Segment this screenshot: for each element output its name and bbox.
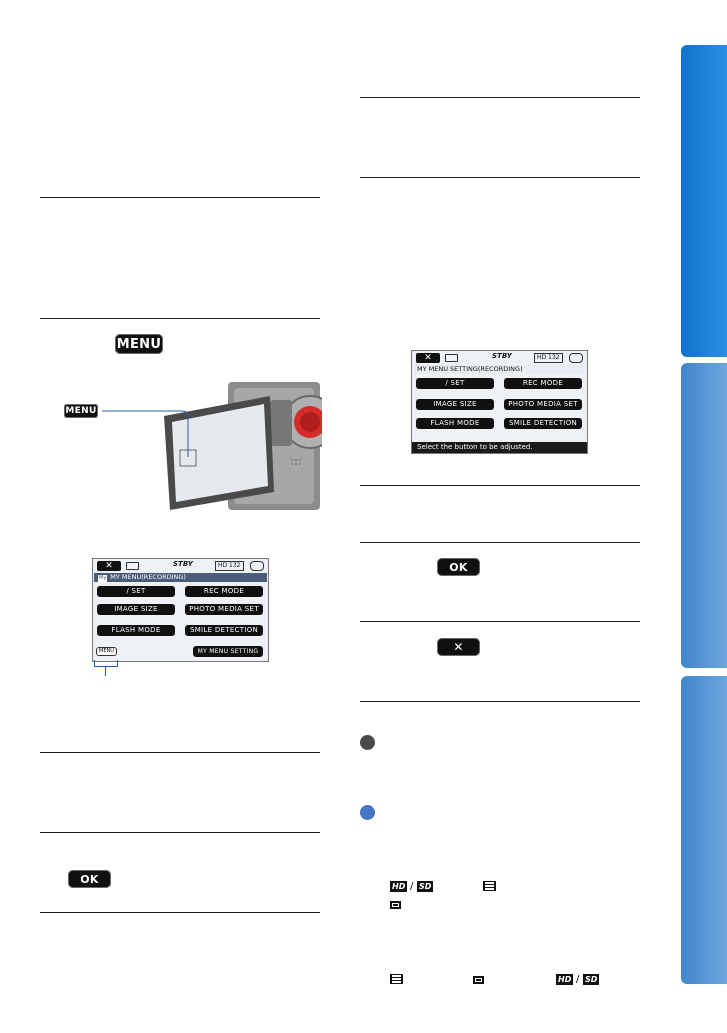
hd-badge: HD 132 (534, 353, 563, 363)
close-icon[interactable]: ✕ (416, 353, 440, 363)
image-size-label: IMAGE SIZE (114, 605, 158, 613)
card-icon (569, 353, 583, 363)
lcd-status-bar: ✕ STBY HD 132 (412, 351, 587, 364)
hd-sd-set-button[interactable]: / SET (97, 586, 175, 597)
menu-button[interactable]: MENU (115, 334, 163, 354)
lcd-title: MY MENU SETTING(RECORDING) (413, 365, 586, 374)
close-icon[interactable]: ✕ (97, 561, 121, 571)
menu-chip[interactable]: MENU (96, 647, 117, 656)
slash-glyph: / (576, 974, 580, 985)
still-icon (390, 901, 401, 909)
my-menu-setting-button[interactable]: MY MENU SETTING (193, 646, 263, 657)
menu-callout-button: MENU (64, 404, 98, 418)
hd-icon: HD (390, 881, 408, 892)
photo-media-set-label: PHOTO MEDIA SET (508, 400, 578, 408)
rec-mode-button[interactable]: REC MODE (504, 378, 582, 389)
divider (360, 621, 640, 622)
image-size-button[interactable]: IMAGE SIZE (416, 399, 494, 410)
film-icon (390, 974, 403, 984)
divider (40, 912, 320, 913)
battery-icon (445, 354, 458, 362)
photo-media-set-button[interactable]: PHOTO MEDIA SET (185, 604, 263, 615)
still-icon (473, 976, 484, 984)
rec-mode-label: REC MODE (203, 587, 245, 595)
side-tab-index[interactable] (681, 363, 727, 668)
menu-chip-callout-stem (105, 666, 106, 676)
flash-mode-button[interactable]: FLASH MODE (416, 418, 494, 429)
image-size-button[interactable]: IMAGE SIZE (97, 604, 175, 615)
flash-mode-label: FLASH MODE (430, 419, 480, 427)
divider (360, 542, 640, 543)
my-menu-icon: My (98, 575, 108, 582)
callout-line (102, 410, 189, 457)
side-tab-contents[interactable] (681, 45, 727, 357)
divider (360, 485, 640, 486)
lcd-title-text: MY MENU SETTING(RECORDING) (417, 365, 523, 373)
divider (360, 177, 640, 178)
sd-icon: SD (583, 974, 600, 985)
smile-detection-button[interactable]: SMILE DETECTION (185, 625, 263, 636)
hd-sd-set-label: / SET (445, 379, 465, 387)
photo-media-set-button[interactable]: PHOTO MEDIA SET (504, 399, 582, 410)
ok-button[interactable]: OK (68, 870, 111, 888)
hd-sd-set-button[interactable]: / SET (416, 378, 494, 389)
film-icon (483, 881, 496, 891)
lcd-my-menu-setting: ✕ STBY HD 132 MY MENU SETTING(RECORDING)… (411, 350, 588, 454)
slash-glyph: / (410, 881, 414, 892)
image-size-label: IMAGE SIZE (433, 400, 477, 408)
card-icon (250, 561, 264, 571)
note-icon (360, 735, 375, 750)
photo-media-set-label: PHOTO MEDIA SET (189, 605, 259, 613)
tip-icon (360, 805, 375, 820)
divider (40, 197, 320, 198)
side-tab-search[interactable] (681, 676, 727, 984)
camcorder-drawing (164, 382, 337, 510)
close-button[interactable]: ✕ (437, 638, 480, 656)
divider (40, 752, 320, 753)
sd-icon: SD (417, 881, 434, 892)
lcd-status-bar: ✕ STBY HD 132 (93, 559, 268, 572)
my-menu-setting-label: MY MENU SETTING (197, 648, 259, 655)
rec-mode-label: REC MODE (522, 379, 564, 387)
divider (360, 97, 640, 98)
camera-illustration (150, 380, 337, 512)
lcd-prompt: Select the button to be adjusted. (412, 442, 587, 453)
divider (40, 832, 320, 833)
smile-detection-button[interactable]: SMILE DETECTION (504, 418, 582, 429)
smile-detection-label: SMILE DETECTION (508, 419, 578, 427)
ok-button[interactable]: OK (437, 558, 480, 576)
hd-icon: HD (556, 974, 574, 985)
flash-mode-button[interactable]: FLASH MODE (97, 625, 175, 636)
divider (40, 318, 320, 319)
flash-mode-label: FLASH MODE (111, 626, 161, 634)
hd-badge: HD 132 (215, 561, 244, 571)
smile-detection-label: SMILE DETECTION (189, 626, 259, 634)
battery-icon (126, 562, 139, 570)
rec-mode-button[interactable]: REC MODE (185, 586, 263, 597)
hd-sd-set-label: / SET (126, 587, 146, 595)
status-text: STBY (173, 560, 193, 568)
lcd-title-text: MY MENU(RECORDING) (110, 573, 186, 581)
status-text: STBY (492, 352, 512, 360)
divider (360, 701, 640, 702)
menu-chip-callout (94, 660, 118, 667)
